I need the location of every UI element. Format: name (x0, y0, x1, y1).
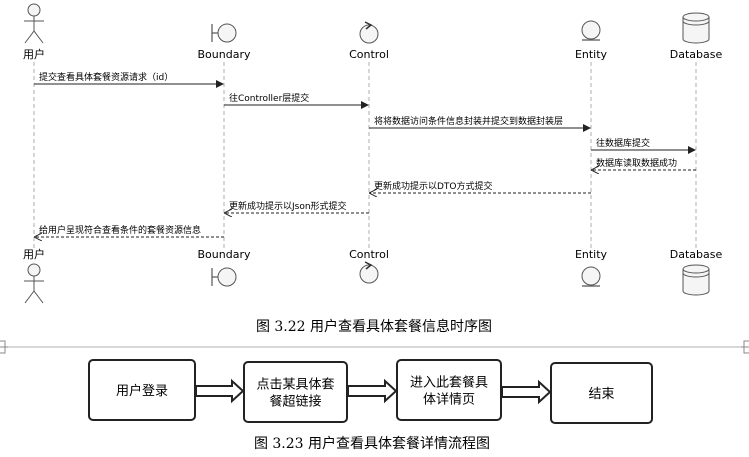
flow-arrow-icon (501, 379, 552, 405)
control-icon-top (359, 21, 379, 44)
participant-label-bottom: Boundary (198, 248, 251, 261)
message-label: 数据库读取数据成功 (596, 157, 677, 169)
actor-head-icon (27, 263, 41, 277)
figure-caption-flow: 图 3.23 用户查看具体套餐详情流程图 (254, 435, 490, 452)
boundary-icon-bottom (211, 267, 237, 287)
left-margin-mark (0, 340, 8, 354)
message-label: 将将数据访问条件信息封装并提交到数据封装层 (374, 115, 563, 127)
message-label: 往Controller层提交 (229, 92, 309, 104)
flow-step-text: 结束 (588, 387, 614, 402)
participant-label-bottom: 用户 (23, 247, 45, 261)
flow-step-text: 点击某具体套 (256, 377, 334, 393)
entity-icon-top (581, 20, 601, 41)
message-label: 更新成功提示以Json形式提交 (229, 200, 347, 212)
user-actor-icon-top (24, 3, 44, 44)
database-icon-top (682, 12, 710, 44)
flow-arrow-icon (195, 378, 245, 404)
flow-step-box (550, 362, 653, 424)
message-label: 提交查看具体套餐资源请求（id） (39, 71, 173, 83)
participant-label-top: Boundary (198, 48, 251, 61)
flow-step-text: 体详情页 (423, 393, 475, 408)
user-actor-icon-bottom (24, 263, 44, 304)
message-label: 更新成功提示以DTO方式提交 (374, 180, 493, 192)
flow-arrow-icon (347, 378, 398, 404)
actor-head-icon (27, 3, 41, 17)
participant-label-top: Control (349, 48, 389, 61)
message-label: 给用户呈现符合查看条件的套餐资源信息 (39, 224, 201, 236)
entity-icon-bottom (581, 266, 601, 287)
figure-caption-sequence: 图 3.22 用户查看具体套餐信息时序图 (256, 318, 492, 335)
participant-label-bottom: Control (349, 248, 389, 261)
control-icon-bottom (359, 261, 379, 284)
participant-label-top: Entity (575, 48, 608, 61)
message-label: 往数据库提交 (596, 137, 650, 149)
participant-label-top: Database (670, 48, 723, 61)
boundary-icon-top (211, 23, 237, 43)
flow-step-text: 餐超链接 (269, 394, 321, 410)
right-margin-mark (741, 340, 749, 354)
flow-step-text: 进入此套餐具 (410, 375, 488, 391)
participant-label-top: 用户 (23, 47, 45, 61)
flow-step-text: 用户登录 (116, 383, 168, 399)
database-icon-bottom (682, 264, 710, 296)
participant-label-bottom: Entity (575, 248, 608, 261)
participant-label-bottom: Database (670, 248, 723, 261)
